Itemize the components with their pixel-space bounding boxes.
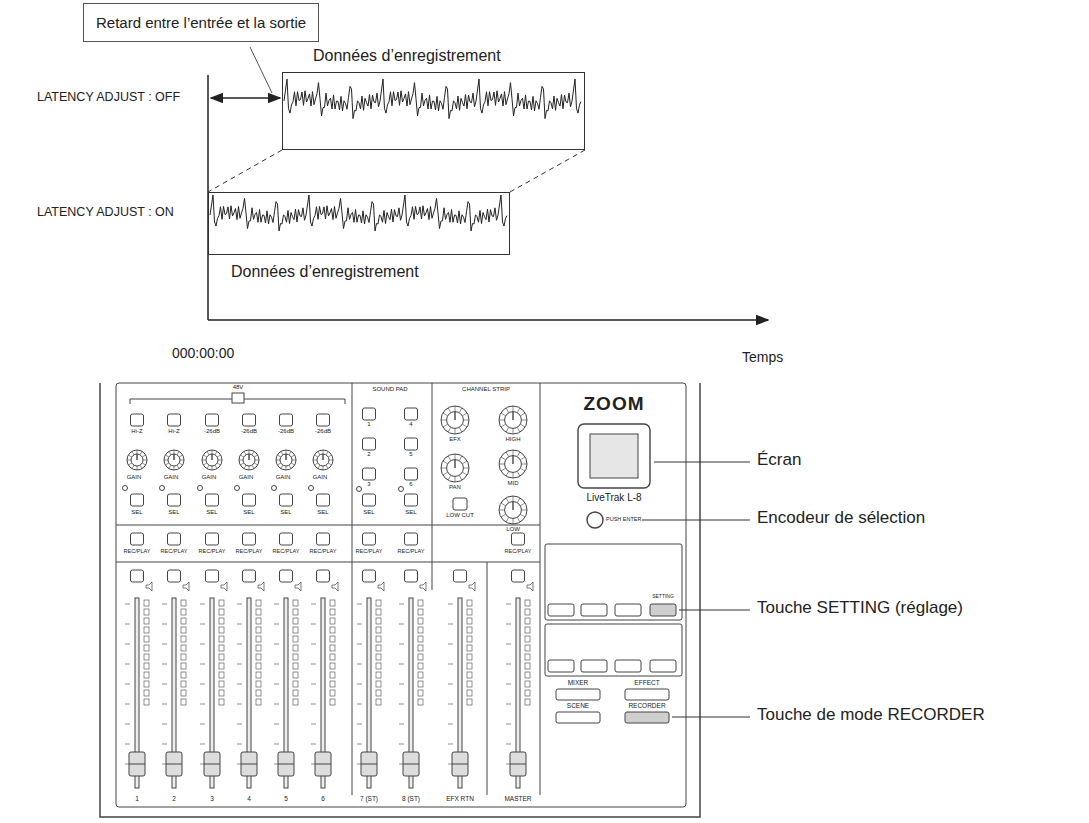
panel-marking: REC/PLAY	[161, 548, 188, 554]
brand-logo: ZOOM	[584, 394, 645, 415]
panel-marking: SEL	[363, 509, 374, 516]
mixer-illustration	[100, 383, 700, 817]
panel-marking: SEL	[405, 509, 416, 516]
panel-marking: 6	[409, 481, 412, 488]
panel-marking: GAIN	[164, 474, 179, 481]
panel-marking: PUSH ENTER	[606, 516, 641, 522]
panel-marking: MID	[508, 480, 519, 487]
panel-marking: GAIN	[239, 474, 254, 481]
leader-line	[679, 610, 750, 611]
box-text: Retard entre l’entrée et la sortie	[96, 14, 306, 31]
waveform	[210, 195, 507, 231]
panel-marking: Hi-Z	[168, 428, 179, 435]
panel-marking: REC/PLAY	[356, 548, 383, 554]
panel-marking: GAIN	[202, 474, 217, 481]
panel-marking: 5	[284, 795, 288, 802]
panel-marking: REC/PLAY	[124, 548, 151, 554]
panel-marking: 2	[367, 451, 370, 458]
panel-marking: SEL	[206, 509, 217, 516]
panel-marking: 3	[367, 481, 370, 488]
panel-marking: Hi-Z	[131, 428, 142, 435]
panel-marking: -26dB	[204, 428, 220, 435]
panel-marking: -26dB	[315, 428, 331, 435]
leader-line	[250, 47, 272, 93]
panel-marking: SEL	[317, 509, 328, 516]
panel-marking: 2	[172, 795, 176, 802]
panel-marking: 1	[367, 421, 370, 428]
panel-marking: -26dB	[278, 428, 294, 435]
panel-marking: REC/PLAY	[273, 548, 300, 554]
panel-marking: GAIN	[276, 474, 291, 481]
panel-marking: REC/PLAY	[505, 548, 532, 554]
time-axis	[208, 319, 768, 321]
panel-marking: REC/PLAY	[236, 548, 263, 554]
delay-arrow	[211, 97, 280, 99]
panel-marking: SOUND PAD	[372, 386, 407, 393]
panel-marking: EFX	[449, 436, 461, 443]
dashed-connector	[208, 150, 282, 192]
series-label: LATENCY ADJUST : ON	[37, 206, 174, 220]
panel-marking: 1	[135, 795, 139, 802]
panel-marking: PAN	[449, 484, 461, 491]
callout-text: Touche de mode RECORDER	[757, 706, 985, 725]
callout-text: Encodeur de sélection	[757, 509, 925, 528]
panel-marking: SEL	[131, 509, 142, 516]
panel-marking: SEL	[280, 509, 291, 516]
panel-marking: 5	[409, 451, 412, 458]
panel-marking: RECORDER	[628, 702, 665, 709]
panel-marking: EFFECT	[634, 679, 659, 686]
panel-marking: -26dB	[241, 428, 257, 435]
panel-marking: GAIN	[127, 474, 142, 481]
series-label: LATENCY ADJUST : OFF	[37, 91, 180, 105]
panel-marking: LOW CUT	[446, 512, 474, 519]
waveform-box: Données d’enregistrement	[208, 192, 510, 255]
panel-marking: 4	[409, 421, 412, 428]
panel-marking: EFX RTN	[446, 795, 474, 802]
panel-marking: HIGH	[506, 436, 521, 443]
panel-marking: REC/PLAY	[310, 548, 337, 554]
leader-line	[654, 462, 750, 463]
panel-marking: SCENE	[567, 702, 589, 709]
note-box: Retard entre l’entrée et la sortie	[83, 3, 319, 42]
panel-marking: LOW	[506, 526, 520, 533]
panel-marking: 4	[247, 795, 251, 802]
panel-marking: SETTING	[652, 594, 674, 600]
panel-marking: SEL	[243, 509, 254, 516]
waveform	[284, 79, 581, 119]
panel-marking: SEL	[168, 509, 179, 516]
panel-marking: MASTER	[504, 795, 531, 802]
panel-marking: 48V	[233, 384, 244, 391]
panel-marking: CHANNEL STRIP	[462, 386, 510, 393]
panel-marking: REC/PLAY	[199, 548, 226, 554]
panel-marking: MIXER	[568, 679, 589, 686]
callout-text: Touche SETTING (réglage)	[757, 599, 963, 618]
leader-line	[672, 717, 750, 718]
box-text: Données d’enregistrement	[313, 47, 501, 65]
panel-marking: REC/PLAY	[398, 548, 425, 554]
panel-marking: 3	[210, 795, 214, 802]
panel-marking: GAIN	[313, 474, 328, 481]
leader-line	[642, 520, 750, 521]
panel-marking: LiveTrak L-8	[586, 492, 641, 503]
panel-marking: 6	[321, 795, 325, 802]
axis-label: Temps	[742, 350, 783, 365]
dashed-connector	[510, 150, 585, 192]
box-text: Données d’enregistrement	[231, 263, 419, 281]
waveform-box: Données d’enregistrement	[282, 72, 585, 150]
panel-marking: 7 (ST)	[360, 795, 378, 802]
panel-marking: 8 (ST)	[402, 795, 420, 802]
callout-text: Écran	[757, 451, 801, 470]
timing-chart	[208, 47, 768, 320]
axis-label: 000:00:00	[172, 346, 234, 361]
